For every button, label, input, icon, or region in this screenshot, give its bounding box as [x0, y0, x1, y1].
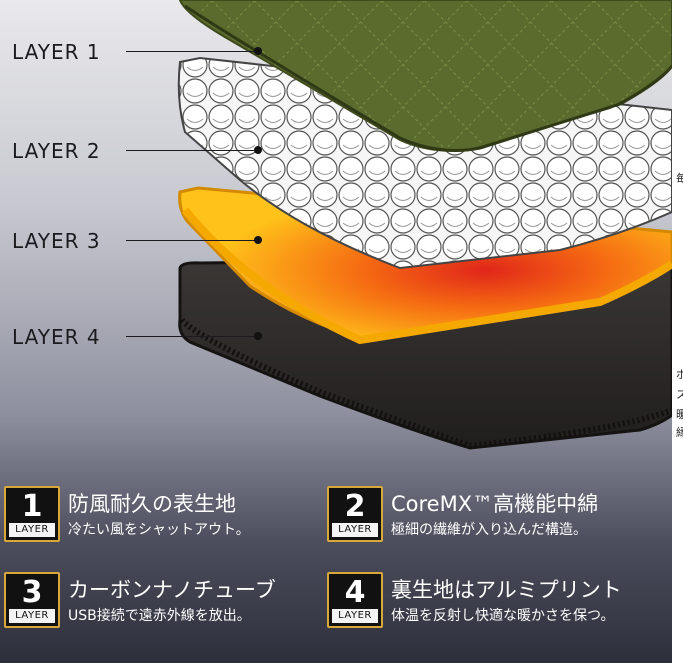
badge-tag: LAYER [9, 523, 55, 537]
feature-subtitle: USB接続で遠赤外線を放出。 [68, 608, 251, 624]
badge-number: 3 [21, 575, 43, 610]
badge-tag: LAYER [9, 609, 55, 623]
edge-glyph: 縁 [676, 426, 683, 439]
cropped-side-panel [672, 0, 683, 663]
leader-line-3 [126, 240, 256, 241]
layer-badge-2: 2 LAYER [327, 486, 383, 542]
feature-title: カーボンナノチューブ [68, 578, 276, 602]
badge-tag: LAYER [332, 523, 378, 537]
edge-glyph: 暖 [676, 408, 683, 421]
feature-title: 裏生地はアルミプリント [391, 578, 622, 602]
leader-dot-4 [254, 332, 262, 340]
leader-dot-1 [254, 47, 262, 55]
layer-label-4: LAYER 4 [12, 325, 101, 349]
layer-badge-4: 4 LAYER [327, 572, 383, 628]
feature-subtitle: 冷たい風をシャットアウト。 [68, 522, 250, 538]
feature-title: CoreMX™高機能中綿 [391, 492, 599, 516]
layer-label-2: LAYER 2 [12, 139, 101, 163]
layer-label-3: LAYER 3 [12, 229, 101, 253]
badge-number: 1 [21, 489, 43, 524]
feature-2: 2 LAYER CoreMX™高機能中綿 極細の繊維が入り込んだ構造。 [327, 486, 647, 542]
leader-line-2 [126, 150, 256, 151]
layer-label-1: LAYER 1 [12, 40, 101, 64]
leader-line-4 [126, 336, 256, 337]
feature-3: 3 LAYER カーボンナノチューブ USB接続で遠赤外線を放出。 [4, 572, 324, 628]
edge-glyph: ポ [676, 368, 683, 381]
feature-subtitle: 極細の繊維が入り込んだ構造。 [391, 522, 587, 538]
layer-badge-1: 1 LAYER [4, 486, 60, 542]
feature-title: 防風耐久の表生地 [68, 492, 236, 516]
layer-badge-3: 3 LAYER [4, 572, 60, 628]
feature-subtitle: 体温を反射し快適な暖かさを保つ。 [391, 608, 615, 624]
leader-dot-3 [254, 236, 262, 244]
leader-dot-2 [254, 146, 262, 154]
feature-4: 4 LAYER 裏生地はアルミプリント 体温を反射し快適な暖かさを保つ。 [327, 572, 647, 628]
badge-number: 2 [344, 489, 366, 524]
edge-glyph: 毎 [676, 172, 683, 185]
badge-number: 4 [344, 575, 366, 610]
feature-1: 1 LAYER 防風耐久の表生地 冷たい風をシャットアウト。 [4, 486, 324, 542]
edge-glyph: ス [676, 388, 683, 401]
badge-tag: LAYER [332, 609, 378, 623]
leader-line-1 [126, 51, 256, 52]
